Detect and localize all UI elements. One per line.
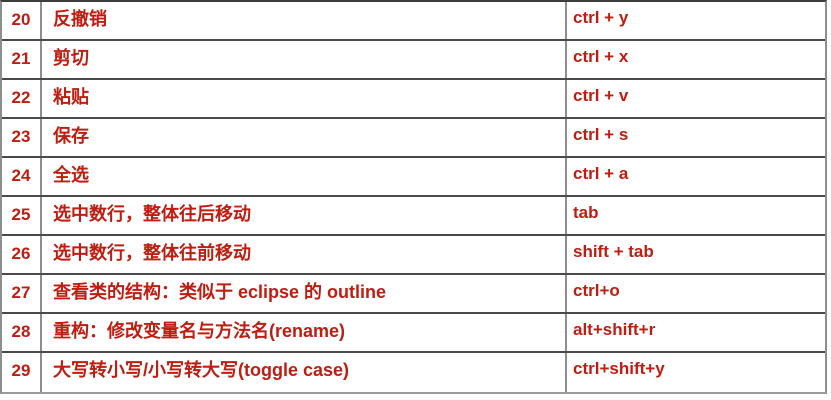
shortcut-keys-cell: ctrl + y — [573, 8, 629, 27]
shortcut-keys-cell: ctrl + s — [573, 125, 629, 144]
row-number-cell: 22 — [11, 88, 31, 107]
column-divider — [565, 236, 567, 273]
row-number-cell: 27 — [11, 283, 31, 302]
shortcut-keys-cell: ctrl + a — [573, 164, 629, 183]
column-divider — [565, 80, 567, 117]
column-divider — [40, 2, 42, 39]
table-row: 24 全选 ctrl + a — [2, 158, 825, 197]
shortcut-keys-cell: ctrl + x — [573, 47, 629, 66]
shortcut-description-cell: 剪切 — [53, 48, 89, 68]
table-row: 25 选中数行，整体往后移动 tab — [2, 197, 825, 236]
table-row: 29 大写转小写/小写转大写(toggle case) ctrl+shift+y — [2, 353, 825, 392]
row-number-cell: 20 — [11, 10, 31, 29]
shortcut-keys-cell: ctrl + v — [573, 86, 629, 105]
shortcut-keys-cell: shift + tab — [573, 242, 654, 261]
shortcut-description-cell: 粘贴 — [53, 87, 89, 107]
column-divider — [565, 197, 567, 234]
column-divider — [40, 236, 42, 273]
column-divider — [40, 197, 42, 234]
shortcut-description-cell: 保存 — [53, 126, 89, 146]
shortcut-keys-cell: alt+shift+r — [573, 320, 656, 339]
column-divider — [565, 275, 567, 312]
shortcut-keys-cell: ctrl+o — [573, 281, 620, 300]
column-divider — [565, 314, 567, 351]
shortcut-description-cell: 大写转小写/小写转大写(toggle case) — [53, 360, 350, 380]
table-row: 26 选中数行，整体往前移动 shift + tab — [2, 236, 825, 275]
column-divider — [565, 41, 567, 78]
shortcut-description-cell: 全选 — [53, 165, 89, 185]
column-divider — [40, 353, 42, 392]
row-number-cell: 24 — [11, 166, 31, 185]
table-row: 28 重构：修改变量名与方法名(rename) alt+shift+r — [2, 314, 825, 353]
column-divider — [40, 80, 42, 117]
column-divider — [40, 275, 42, 312]
table-row: 20 反撤销 ctrl + y — [2, 2, 825, 41]
column-divider — [40, 314, 42, 351]
shortcut-keys-cell: tab — [573, 203, 599, 222]
column-divider — [565, 119, 567, 156]
row-number-cell: 23 — [11, 127, 31, 146]
column-divider — [565, 158, 567, 195]
row-number-cell: 26 — [11, 244, 31, 263]
shortcut-description-cell: 重构：修改变量名与方法名(rename) — [53, 321, 346, 341]
column-divider — [40, 41, 42, 78]
shortcut-description-cell: 选中数行，整体往后移动 — [53, 204, 251, 224]
row-number-cell: 29 — [11, 361, 31, 380]
table-row: 23 保存 ctrl + s — [2, 119, 825, 158]
column-divider — [40, 119, 42, 156]
row-number-cell: 28 — [11, 322, 31, 341]
column-divider — [565, 353, 567, 392]
shortcut-description-cell: 选中数行，整体往前移动 — [53, 243, 251, 263]
column-divider — [40, 158, 42, 195]
row-number-cell: 21 — [11, 49, 31, 68]
row-number-cell: 25 — [11, 205, 31, 224]
shortcut-keys-cell: ctrl+shift+y — [573, 359, 665, 378]
column-divider — [565, 2, 567, 39]
shortcut-description-cell: 反撤销 — [53, 9, 107, 29]
table-row: 27 查看类的结构：类似于 eclipse 的 outline ctrl+o — [2, 275, 825, 314]
table-row: 22 粘贴 ctrl + v — [2, 80, 825, 119]
table-row: 21 剪切 ctrl + x — [2, 41, 825, 80]
shortcut-description-cell: 查看类的结构：类似于 eclipse 的 outline — [53, 282, 387, 302]
